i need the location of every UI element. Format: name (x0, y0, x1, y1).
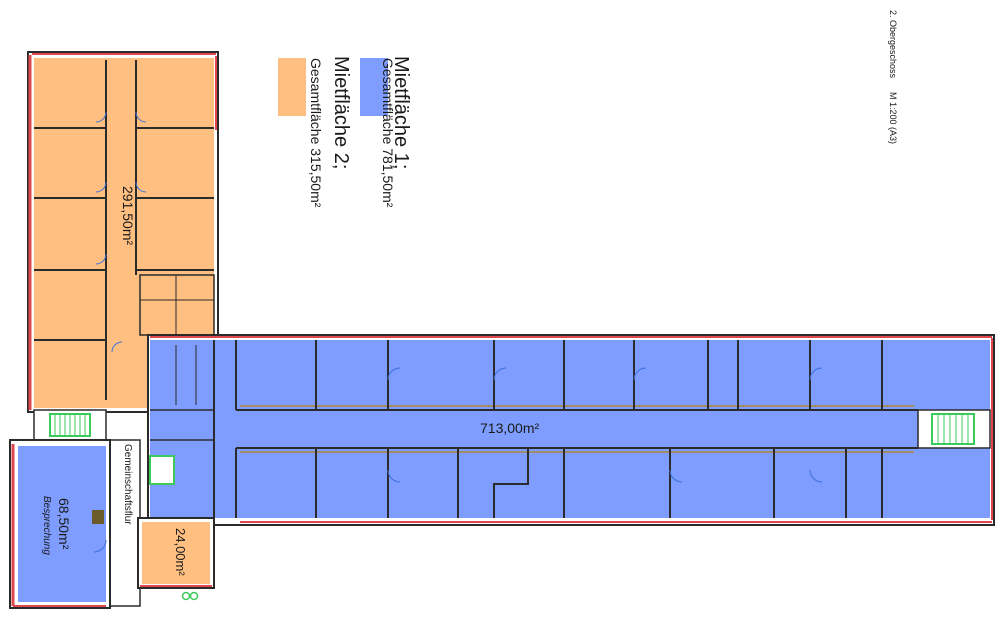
shared-corridor-label: Gemeinschaftsflur (122, 444, 133, 525)
meeting-room-label: Besprechung (41, 496, 52, 555)
small-unit-area-label: 24,00m² (173, 528, 188, 576)
meeting-area-label: 68,50m² (56, 498, 72, 550)
meeting-room (9, 439, 111, 609)
legend-title-rental-2: Mietfläche 2; (330, 56, 352, 170)
stair-east (931, 413, 975, 445)
elevator (149, 455, 175, 485)
legend-swatch-rental-2 (278, 58, 306, 116)
floor-label: 2. Obergeschoss (888, 10, 898, 79)
meeting-area-fill (18, 446, 106, 602)
small-unit-area-fill (142, 522, 210, 584)
legend-swatch-rental-1 (360, 58, 388, 116)
north-wing-area-label: 291,50m² (120, 186, 136, 246)
legend-total-rental-2: Gesamtfläche 315,50m² (308, 58, 324, 208)
north-wing (27, 51, 219, 441)
legend-total-rental-1: Gesamtfläche 781,50m² (380, 58, 396, 208)
main-wing-area-label: 713,00m² (480, 420, 540, 436)
scale-label: M 1:200 (A3) (888, 92, 898, 145)
small-unit (137, 517, 215, 601)
main-wing (147, 334, 995, 526)
